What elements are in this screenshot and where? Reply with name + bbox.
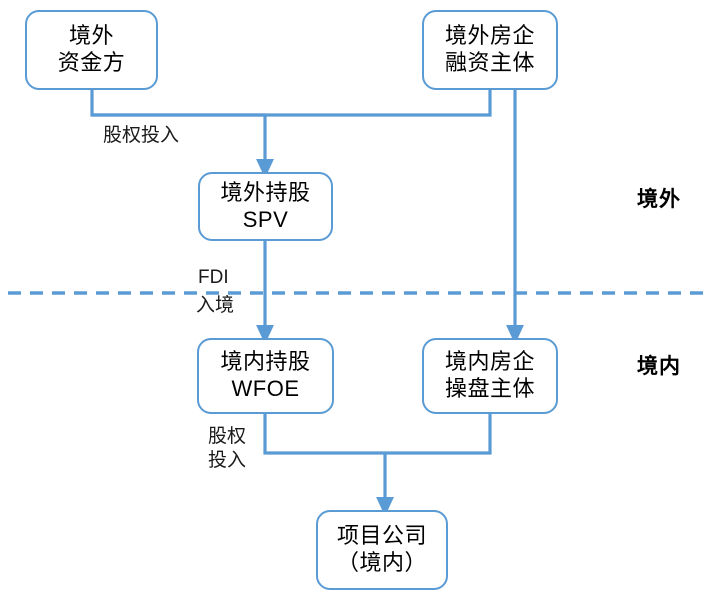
node-offshore-spv-line2: SPV bbox=[242, 206, 289, 232]
node-offshore-funder[interactable]: 境外 资金方 bbox=[25, 10, 158, 90]
node-onshore-operator[interactable]: 境内房企 操盘主体 bbox=[422, 338, 558, 414]
node-onshore-wfoe[interactable]: 境内持股 WFOE bbox=[197, 338, 334, 414]
node-offshore-developer-line2: 融资主体 bbox=[444, 50, 535, 75]
node-offshore-funder-line2: 资金方 bbox=[57, 50, 126, 75]
node-offshore-funder-line1: 境外 bbox=[68, 23, 114, 49]
edge-label-equity-injection-top: 股权投入 bbox=[103, 125, 180, 146]
node-project-company-line1: 项目公司 bbox=[336, 523, 427, 549]
node-offshore-developer[interactable]: 境外房企 融资主体 bbox=[422, 10, 558, 90]
node-offshore-spv[interactable]: 境外持股 SPV bbox=[198, 172, 333, 241]
node-offshore-spv-line1: 境外持股 bbox=[220, 179, 311, 205]
node-project-company[interactable]: 项目公司 （境内） bbox=[316, 510, 448, 590]
connector-developer-to-rail bbox=[92, 90, 492, 117]
node-onshore-wfoe-line2: WFOE bbox=[231, 376, 300, 401]
node-onshore-wfoe-line1: 境内持股 bbox=[220, 349, 311, 375]
region-label-offshore: 境外 bbox=[637, 188, 681, 211]
edge-label-entry: 入境 bbox=[196, 295, 235, 316]
edge-label-fdi: FDI bbox=[198, 267, 229, 288]
node-onshore-operator-line2: 操盘主体 bbox=[444, 376, 535, 401]
node-offshore-developer-line1: 境外房企 bbox=[444, 23, 535, 49]
node-project-company-line2: （境内） bbox=[336, 550, 427, 575]
node-onshore-operator-line1: 境内房企 bbox=[444, 349, 535, 375]
connector-wfoe-to-merge bbox=[263, 414, 492, 455]
region-label-onshore: 境内 bbox=[637, 355, 681, 378]
edge-label-equity-injection-bottom: 股权 投入 bbox=[208, 426, 247, 471]
